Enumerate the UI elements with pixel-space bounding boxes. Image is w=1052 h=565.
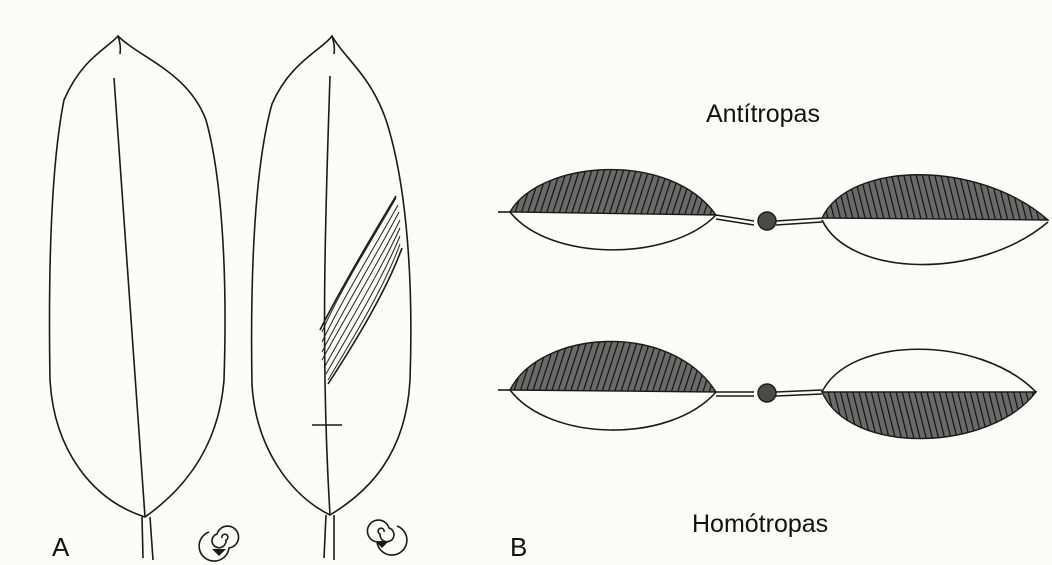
homotropas-right-upper-half: [822, 349, 1036, 392]
panel-b-drawing: [470, 0, 1052, 565]
homotropas-left-lower-half: [510, 390, 716, 430]
homotropas-left-shaded-half: [510, 341, 716, 392]
homotropas-pair: [498, 341, 1036, 438]
antitropas-right-lower-half: [822, 220, 1048, 265]
antitropas-node: [758, 212, 776, 230]
antitropas-left-shaded-half: [510, 170, 716, 215]
leaf-plain-petiole: [142, 517, 153, 560]
antitropas-right-shaded-half: [822, 175, 1048, 220]
leaf-rolled: [252, 36, 411, 560]
homotropas-node: [758, 384, 776, 402]
panel-a: A: [0, 0, 470, 565]
rolled-band: [320, 196, 402, 384]
panel-b: Antítropas Homótropas B: [470, 0, 1052, 565]
leaf-plain: [50, 36, 226, 560]
spiral-icon-right: [367, 520, 406, 555]
spiral-icon-left: [199, 526, 238, 561]
leaf-rolled-midrib: [325, 76, 330, 515]
antitropas-left-lower-half: [510, 212, 716, 250]
panel-a-letter: A: [52, 532, 69, 563]
leaf-plain-midrib: [114, 78, 145, 517]
antitropas-pair: [498, 170, 1048, 265]
panel-a-drawing: [0, 0, 470, 565]
homotropas-right-shaded-half: [822, 392, 1036, 439]
leaf-rolled-petiole: [324, 515, 334, 560]
